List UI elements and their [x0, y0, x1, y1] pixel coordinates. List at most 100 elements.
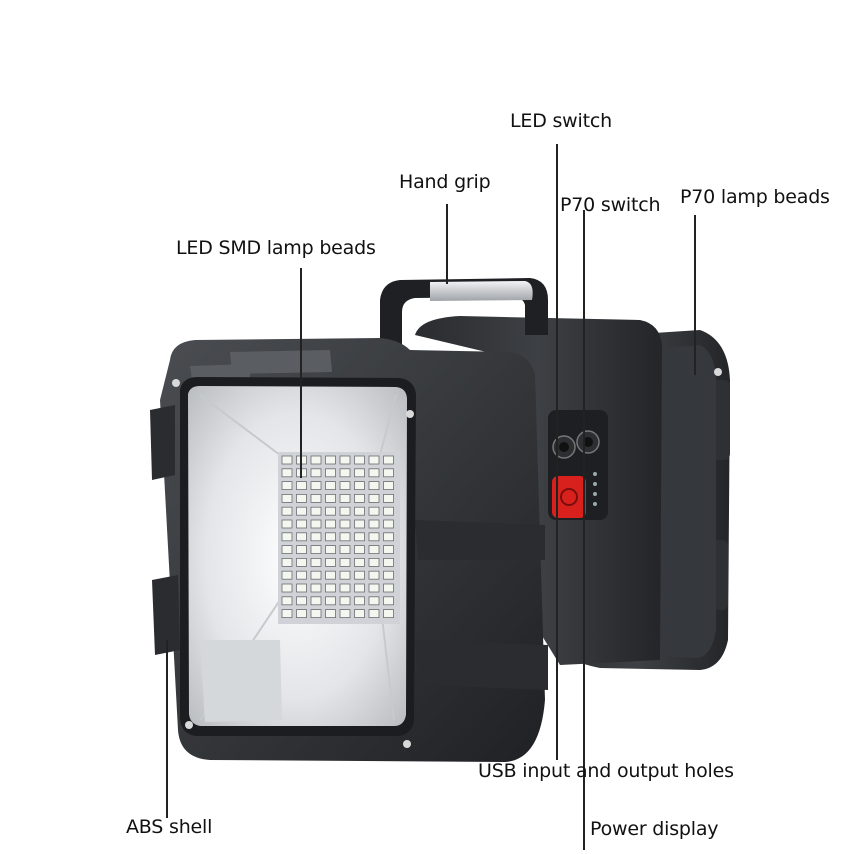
label-p70-switch: P70 switch	[560, 194, 661, 216]
led-chip	[368, 596, 380, 606]
led-chip	[310, 583, 322, 593]
led-chip	[281, 545, 293, 554]
led-chip	[383, 519, 394, 529]
label-led-smd-lamp-beads: LED SMD lamp beads	[176, 237, 376, 259]
led-chip	[296, 570, 307, 580]
led-chip	[325, 558, 336, 567]
led-chip	[368, 519, 380, 529]
led-chip	[281, 493, 293, 503]
led-chip	[339, 583, 351, 593]
led-chip	[310, 455, 322, 465]
led-chip	[296, 558, 307, 567]
led-chip	[354, 532, 365, 542]
led-chip	[383, 570, 394, 580]
led-chip	[310, 596, 322, 606]
led-chip	[296, 532, 307, 542]
led-chip	[368, 558, 380, 567]
led-chip	[354, 481, 365, 491]
led-chip	[339, 609, 351, 618]
label-abs-shell: ABS shell	[126, 816, 213, 838]
led-chip	[325, 506, 336, 516]
led-chip	[310, 519, 322, 529]
led-chip	[281, 596, 293, 606]
leader-abs-shell	[166, 640, 168, 818]
led-chip	[296, 545, 307, 554]
led-chip	[296, 596, 307, 606]
led-chip	[325, 609, 336, 618]
led-chip	[339, 596, 351, 606]
led-chip	[339, 558, 351, 567]
led-chip	[325, 481, 336, 491]
led-chip	[368, 468, 380, 478]
led-chip	[310, 558, 322, 567]
led-chip	[354, 609, 365, 618]
led-chip	[354, 570, 365, 580]
led-chip	[296, 519, 307, 529]
led-chip	[368, 455, 380, 465]
led-chip	[383, 558, 394, 567]
led-chip	[383, 455, 394, 465]
led-chip	[325, 596, 336, 606]
led-chip	[281, 570, 293, 580]
led-chip	[368, 506, 380, 516]
led-chip	[325, 519, 336, 529]
led-chip	[339, 570, 351, 580]
led-chip	[310, 532, 322, 542]
led-chip	[339, 455, 351, 465]
led-chip	[325, 583, 336, 593]
led-chip	[383, 583, 394, 593]
led-chip	[310, 545, 322, 554]
led-chip	[383, 493, 394, 503]
leader-led-smd	[300, 268, 302, 478]
led-chip	[281, 506, 293, 516]
led-chip	[281, 609, 293, 618]
led-chip	[368, 481, 380, 491]
led-chip	[325, 493, 336, 503]
led-chip	[325, 468, 336, 478]
label-usb-holes: USB input and output holes	[478, 760, 734, 782]
led-chip	[339, 468, 351, 478]
led-chip	[296, 583, 307, 593]
led-chip	[296, 609, 307, 618]
led-chip	[325, 532, 336, 542]
led-chip	[281, 468, 293, 478]
led-chip	[310, 609, 322, 618]
led-chip	[281, 519, 293, 529]
led-chip	[296, 506, 307, 516]
label-led-switch: LED switch	[510, 110, 612, 132]
screws	[172, 368, 722, 748]
led-chip	[354, 468, 365, 478]
led-chip	[354, 493, 365, 503]
led-chip	[383, 468, 394, 478]
led-chip	[325, 545, 336, 554]
led-chip	[339, 481, 351, 491]
led-chip	[368, 583, 380, 593]
led-chip	[354, 545, 365, 554]
led-chip	[310, 468, 322, 478]
led-chip	[339, 519, 351, 529]
leader-p70-switch	[583, 210, 585, 850]
label-power-display: Power display	[590, 818, 719, 840]
led-switch-graphic	[576, 430, 600, 454]
led-chip	[368, 532, 380, 542]
led-chip	[281, 558, 293, 567]
led-chip	[383, 481, 394, 491]
label-hand-grip: Hand grip	[399, 171, 491, 193]
led-chip	[281, 481, 293, 491]
led-chip	[354, 558, 365, 567]
led-smd-array	[278, 452, 400, 624]
led-chip	[325, 455, 336, 465]
led-chip	[310, 506, 322, 516]
led-chip	[281, 583, 293, 593]
p70-switch-graphic	[552, 435, 576, 459]
power-indicator-dots	[593, 472, 597, 506]
led-chip	[281, 455, 293, 465]
led-chip	[310, 570, 322, 580]
leader-led-switch	[556, 144, 558, 760]
led-chip	[310, 481, 322, 491]
led-chip	[339, 506, 351, 516]
leader-hand-grip	[446, 204, 448, 284]
power-button-graphic	[552, 476, 586, 518]
led-chip	[339, 493, 351, 503]
